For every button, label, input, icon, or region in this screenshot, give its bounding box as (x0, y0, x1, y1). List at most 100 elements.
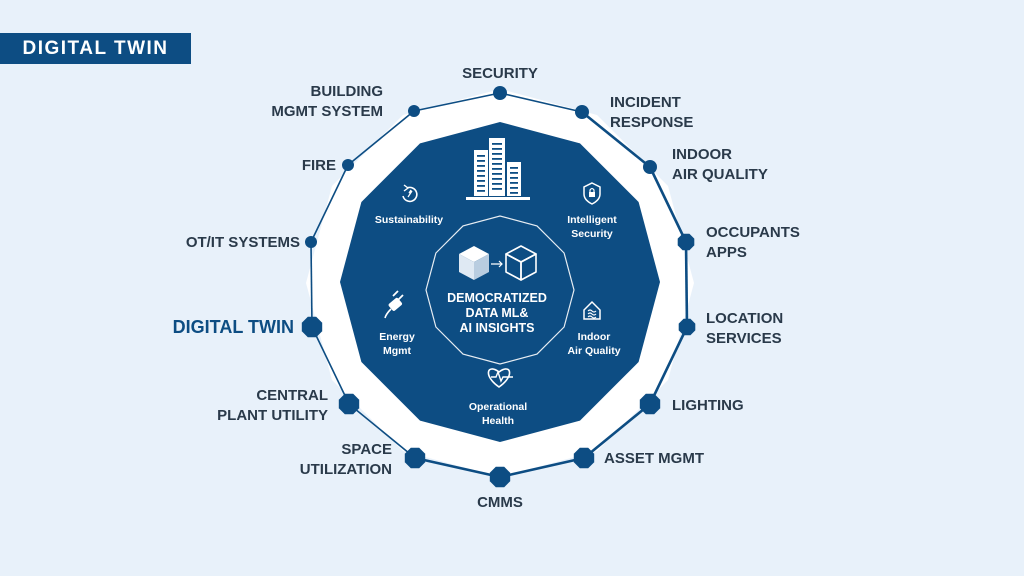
building-tower (474, 150, 488, 196)
node-label: ASSET MGMT (604, 450, 704, 467)
node-label: CENTRAL (256, 387, 328, 404)
inner-item-label: Energy (379, 331, 415, 343)
connector-line (499, 456, 585, 479)
building-base (466, 197, 530, 200)
building-window (510, 172, 518, 174)
home-air-icon (583, 300, 601, 320)
node-marker (639, 393, 661, 415)
node-label: CMMS (477, 494, 523, 511)
connector-line (310, 241, 313, 328)
building-window (510, 182, 518, 184)
building-window (477, 190, 485, 192)
inner-item-label: Indoor (578, 331, 611, 343)
plug-icon (384, 290, 404, 319)
node-marker (404, 447, 426, 469)
node-label: INDOOR (672, 146, 732, 163)
node-label: SERVICES (706, 330, 782, 347)
inner-item-label: Intelligent (567, 214, 617, 226)
shield-lock-icon (583, 182, 601, 205)
node-label: DIGITAL TWIN (173, 317, 294, 337)
outer-node: SECURITY (462, 65, 538, 100)
building-window (492, 158, 502, 160)
connector-line (347, 110, 415, 166)
outer-node: DIGITAL TWIN (173, 316, 323, 338)
navy-dodecagon (340, 122, 660, 442)
outer-node: LIGHTING (639, 393, 744, 415)
building-window (477, 165, 485, 167)
building-window (510, 187, 518, 189)
outer-node: ASSET MGMT (573, 447, 704, 469)
inner-item-label: Operational (469, 401, 527, 413)
building-window (510, 177, 518, 179)
node-label: INCIDENT (610, 94, 681, 111)
inner-item-label: Health (482, 415, 514, 427)
inner-item: Sustainability (375, 184, 443, 226)
building-window (492, 173, 502, 175)
connector-line (348, 403, 416, 459)
building-window (492, 148, 502, 150)
node-marker (342, 159, 354, 171)
node-marker (493, 86, 507, 100)
building-window (477, 175, 485, 177)
building-window (492, 183, 502, 185)
inner-item-label: Air Quality (567, 345, 620, 357)
connector-line (684, 241, 689, 328)
inner-item-label: Sustainability (375, 214, 443, 226)
building-window (510, 192, 518, 194)
building-window (477, 170, 485, 172)
building-window (477, 155, 485, 157)
outer-node: LOCATION SERVICES (678, 310, 783, 347)
building-window (477, 160, 485, 162)
node-label: OT/IT SYSTEMS (186, 234, 300, 251)
inner-outline-dodecagon (425, 215, 575, 365)
node-marker (301, 316, 323, 338)
node-label: PLANT UTILITY (217, 407, 328, 424)
node-marker (489, 466, 511, 488)
connector-line (648, 166, 688, 243)
connector-line (310, 164, 349, 243)
node-marker (575, 105, 589, 119)
outer-node: CMMS (477, 466, 523, 511)
outer-node: OT/IT SYSTEMS (186, 234, 317, 251)
outer-node: INDOOR AIR QUALITY (643, 146, 768, 183)
inner-item-label: Security (571, 228, 613, 240)
node-label: AIR QUALITY (672, 166, 768, 183)
node-label: APPS (706, 244, 747, 261)
center-label: DEMOCRATIZED (447, 291, 547, 305)
node-label: UTILIZATION (300, 461, 392, 478)
building-window (492, 168, 502, 170)
node-marker (643, 160, 657, 174)
recycle-icon (402, 184, 418, 203)
building-window (477, 185, 485, 187)
connector-line (413, 92, 501, 112)
node-label: FIRE (302, 157, 336, 174)
building-window (492, 188, 502, 190)
node-label: LOCATION (706, 310, 783, 327)
center-label: DATA ML& (466, 306, 529, 320)
node-marker (305, 236, 317, 248)
node-marker (338, 393, 360, 415)
node-marker (678, 318, 696, 336)
center-label: AI INSIGHTS (459, 321, 534, 335)
connector-line (581, 110, 651, 169)
connector-line (583, 402, 651, 460)
connector-line (499, 92, 583, 113)
outer-node: SPACE UTILIZATION (300, 441, 426, 478)
building-icon (466, 138, 530, 200)
banner-title: DIGITAL TWIN (22, 37, 169, 59)
connector-line (311, 326, 350, 405)
building-window (477, 180, 485, 182)
connector-line (414, 456, 501, 479)
node-label: SPACE (341, 441, 392, 458)
node-label: MGMT SYSTEM (271, 103, 383, 120)
building-window (492, 178, 502, 180)
building-window (510, 167, 518, 169)
